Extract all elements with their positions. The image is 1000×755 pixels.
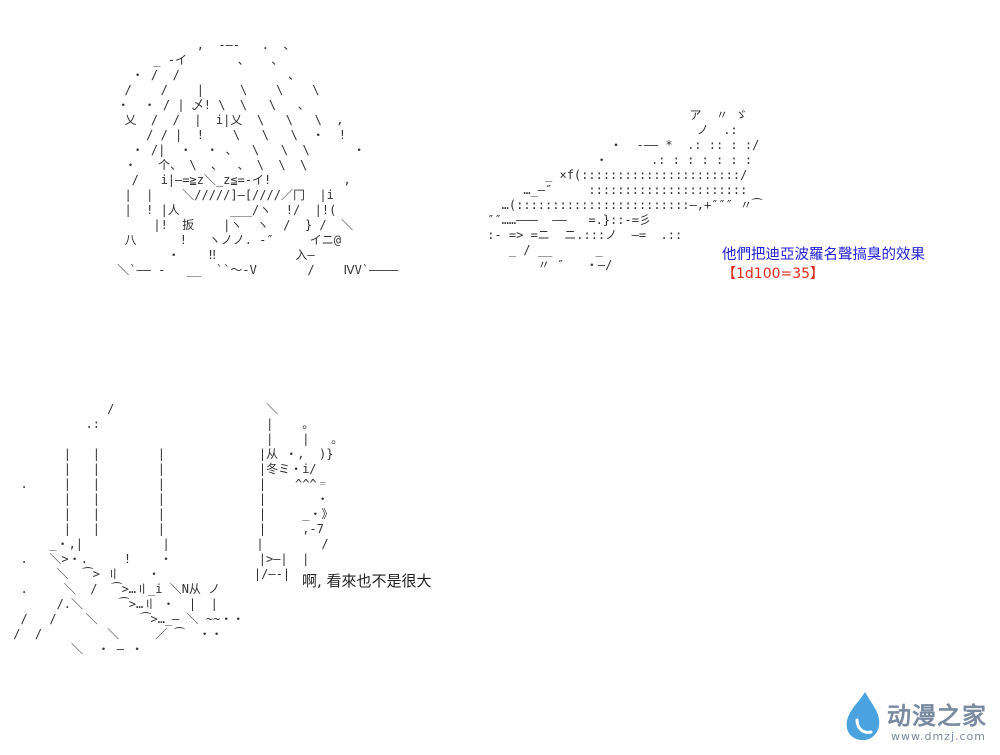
watermark: 动漫之家 www.dmzj.com	[843, 688, 995, 750]
dice-roll-caption: 【1d100=35】	[722, 266, 825, 282]
ascii-art-character-top: , -―- . 、 _ -イ 、 、 ・ / / 、 / / | \ \ \ ・…	[117, 38, 398, 277]
ascii-art-character-bottom: / ＼ .: | 。 | | 。 | | | |从 ・, )} | | | |冬…	[13, 402, 344, 656]
dialog-line: 啊, 看來也不是很大	[302, 572, 432, 590]
water-drop-icon	[846, 692, 880, 741]
watermark-url: www.dmzj.com	[891, 730, 986, 743]
watermark-title: 动漫之家	[887, 702, 987, 730]
ascii-art-weapon: ア 〃 ゞ ノ .: ・ -–– * .: :: : :/ ・ .: : : :…	[487, 108, 762, 272]
effect-caption: 他們把迪亞波羅名聲搞臭的效果	[722, 247, 925, 263]
